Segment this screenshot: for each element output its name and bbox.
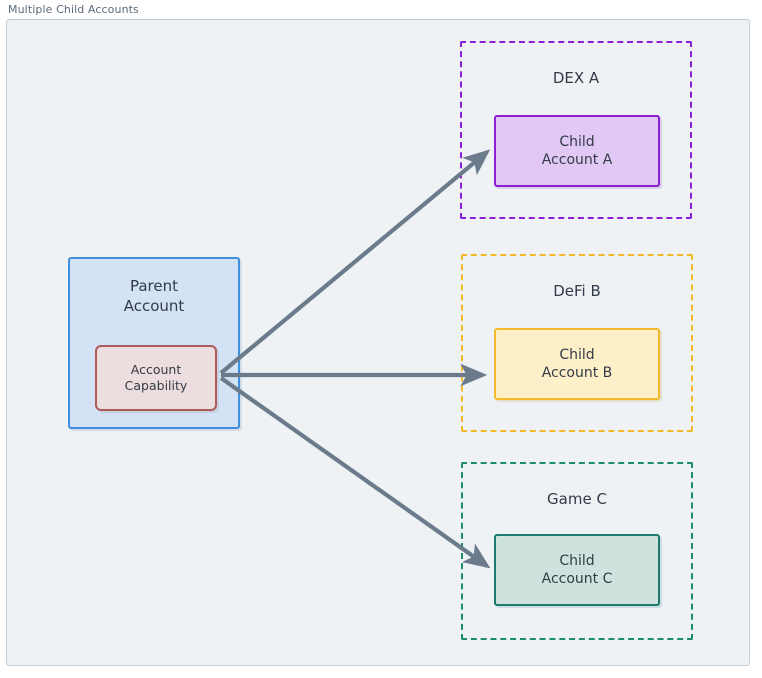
group-defi-b-label: DeFi B	[553, 282, 601, 300]
frame-title: Multiple Child Accounts	[8, 3, 139, 16]
child-account-c-line1: Child	[559, 552, 595, 569]
child-account-a-line2: Account A	[541, 152, 613, 168]
child-account-a-node[interactable]: Child Account A	[494, 115, 660, 187]
account-capability-line2: Capability	[124, 378, 188, 393]
child-account-a-line1: Child	[559, 133, 595, 150]
group-dex-a: DEX A	[460, 41, 692, 219]
child-account-c-node[interactable]: Child Account C	[494, 534, 660, 606]
group-game-c-label: Game C	[547, 490, 607, 508]
group-dex-a-label: DEX A	[552, 69, 600, 87]
account-capability-line1: Account	[130, 361, 182, 377]
child-account-b-line2: Account B	[541, 365, 613, 381]
child-account-c-line2: Account C	[541, 571, 613, 587]
parent-account-title-line2: Account	[123, 296, 185, 315]
child-account-b-node[interactable]: Child Account B	[494, 328, 660, 400]
child-account-b-line1: Child	[559, 346, 595, 363]
account-capability-node[interactable]: Account Capability	[95, 345, 217, 411]
parent-account-title-line1: Parent	[129, 277, 179, 295]
parent-account-node[interactable]: Parent Account Account Capability	[68, 257, 240, 429]
